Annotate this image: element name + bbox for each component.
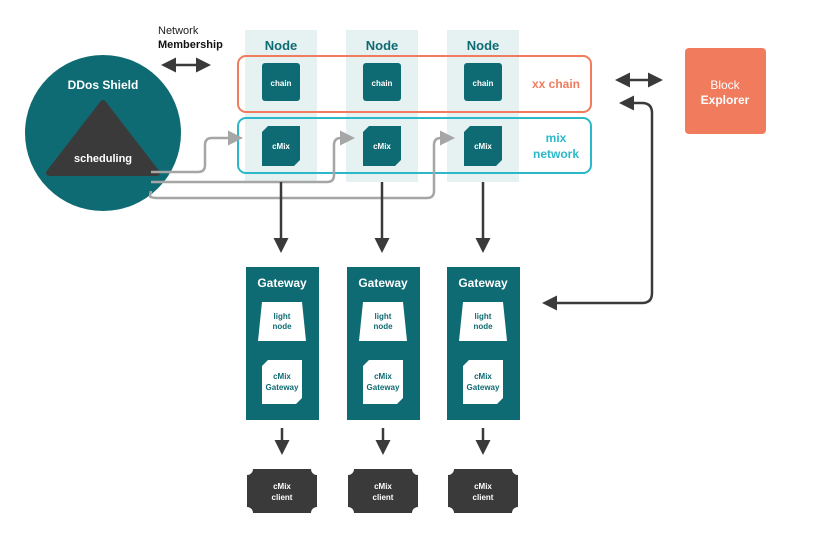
cmix-client-line2-3: client: [473, 493, 494, 502]
cmix-client-line1-3: cMix: [474, 482, 492, 491]
light-node-line2-1: node: [272, 322, 292, 331]
light-node-shape-2: [359, 302, 407, 341]
block-explorer-line2: Explorer: [701, 93, 750, 107]
gateway-title-3: Gateway: [458, 276, 508, 290]
cmix-label-2: cMix: [373, 142, 391, 151]
cmix-client-line1-1: cMix: [273, 482, 291, 491]
cmix-label-3: cMix: [474, 142, 492, 151]
chain-label-2: chain: [372, 79, 393, 88]
cmix-gateway-line1-2: cMix: [374, 372, 392, 381]
cmix-gateway-shape-2: [363, 360, 403, 404]
gateway-title-2: Gateway: [358, 276, 408, 290]
light-node-line2-3: node: [473, 322, 493, 331]
chain-label-3: chain: [473, 79, 494, 88]
chain-block-3: [464, 63, 502, 101]
cmix-gateway-shape-3: [463, 360, 503, 404]
cmix-gateway-line1-3: cMix: [474, 372, 492, 381]
mix-network-label-line1: mix: [546, 131, 567, 145]
block-explorer-box[interactable]: [685, 48, 766, 134]
explorer-gateway-arrow: [542, 95, 654, 311]
cmix-gateway-line2-2: Gateway: [367, 383, 400, 392]
scheduling-triangle: [46, 100, 160, 176]
cmix-client-shape-1: [247, 469, 317, 513]
xx-chain-label: xx chain: [532, 77, 580, 91]
network-membership-line1: Network: [158, 25, 199, 37]
ddos-shield-title: DDos Shield: [68, 78, 139, 92]
network-membership-line2: Membership: [158, 39, 223, 51]
light-node-line1-2: light: [375, 312, 392, 321]
gateway-title-1: Gateway: [257, 276, 307, 290]
cmix-block-1: [262, 126, 300, 166]
cmix-label-1: cMix: [272, 142, 290, 151]
mix-network-label-line2: network: [533, 147, 579, 161]
chain-label-1: chain: [271, 79, 292, 88]
cmix-gateway-line2-1: Gateway: [266, 383, 299, 392]
node-header-2: Node: [366, 38, 399, 53]
scheduling-label: scheduling: [74, 153, 132, 165]
light-node-line2-2: node: [373, 322, 393, 331]
cmix-gateway-line1-1: cMix: [273, 372, 291, 381]
schedule-arrow-3: [148, 130, 455, 200]
light-node-shape-1: [258, 302, 306, 341]
chain-block-2: [363, 63, 401, 101]
light-node-shape-3: [459, 302, 507, 341]
schedule-arrow-2: [151, 130, 355, 184]
cmix-client-line2-1: client: [272, 493, 293, 502]
cmix-block-2: [363, 126, 401, 166]
xx-chain-box: [237, 55, 592, 113]
block-explorer-line1: Block: [710, 78, 740, 92]
cmix-client-shape-2: [348, 469, 418, 513]
cmix-client-line1-2: cMix: [374, 482, 392, 491]
chain-block-1: [262, 63, 300, 101]
cmix-gateway-line2-3: Gateway: [467, 383, 500, 392]
cmix-block-3: [464, 126, 502, 166]
node-header-3: Node: [467, 38, 500, 53]
node-header-1: Node: [265, 38, 298, 53]
light-node-line1-3: light: [475, 312, 492, 321]
schedule-arrow-1: [151, 130, 243, 174]
cmix-client-shape-3: [448, 469, 518, 513]
cmix-client-line2-2: client: [373, 493, 394, 502]
light-node-line1-1: light: [274, 312, 291, 321]
cmix-gateway-shape-1: [262, 360, 302, 404]
